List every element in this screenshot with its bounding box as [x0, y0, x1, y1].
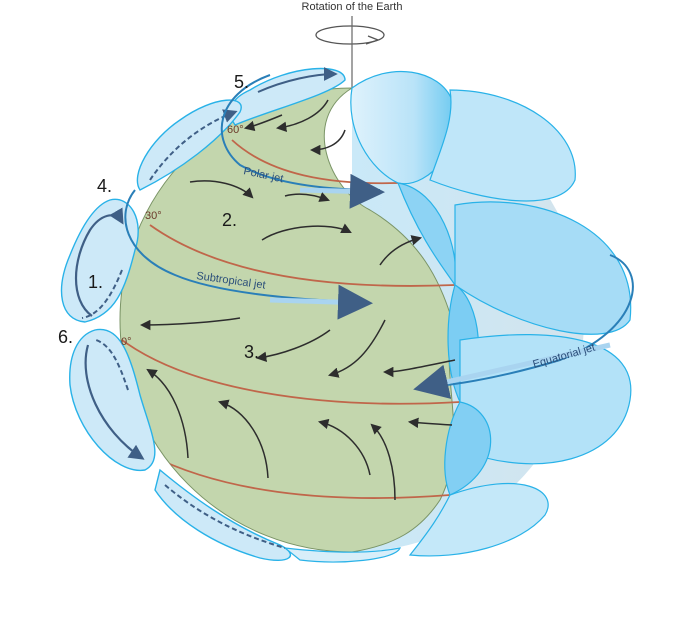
- cell-label-6: 6.: [58, 327, 73, 347]
- rotation-indicator: [315, 16, 385, 95]
- latitude-30-label: 30°: [145, 210, 162, 222]
- latitude-0-label: 0°: [121, 336, 132, 348]
- left-circulation-cells: [60, 67, 401, 563]
- jet-streams: [124, 74, 634, 399]
- latitude-60-label: 60°: [227, 124, 244, 136]
- surface-wind-arrows: [139, 99, 456, 501]
- latitude-lines: [121, 139, 461, 499]
- globe: [119, 87, 461, 553]
- cell-label-5: 5.: [234, 72, 249, 92]
- cell-label-2: 2.: [222, 210, 237, 230]
- cell-label-1: 1.: [88, 272, 103, 292]
- rotation-label: Rotation of the Earth: [302, 1, 403, 13]
- cell-label-3: 3.: [244, 342, 259, 362]
- cell-label-4: 4.: [97, 176, 112, 196]
